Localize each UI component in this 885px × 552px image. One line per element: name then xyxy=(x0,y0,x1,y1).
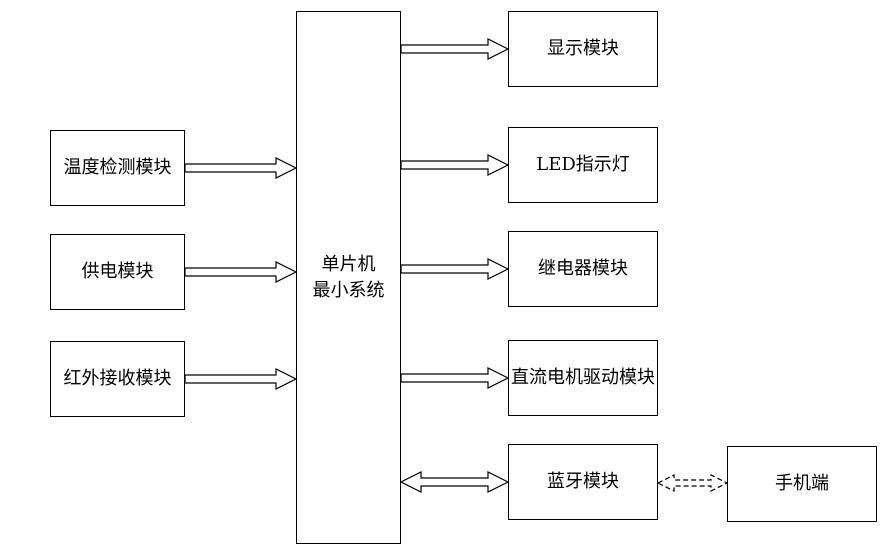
arrow-mcu-bluetooth-bidirectional xyxy=(399,471,510,493)
arrow-power-to-mcu xyxy=(184,261,298,283)
phone-label: 手机端 xyxy=(775,473,829,494)
arrow-mcu-to-relay xyxy=(400,258,510,280)
bluetooth-module-label: 蓝牙模块 xyxy=(547,471,619,492)
phone-block: 手机端 xyxy=(727,446,877,522)
relay-module-label: 继电器模块 xyxy=(538,258,628,279)
led-indicator-block: LED指示灯 xyxy=(508,127,658,203)
arrow-temperature-to-mcu xyxy=(184,157,298,179)
arrow-bluetooth-phone-wireless xyxy=(656,474,729,492)
arrow-ir-to-mcu xyxy=(184,368,298,390)
relay-module-block: 继电器模块 xyxy=(508,231,658,307)
power-module-block: 供电模块 xyxy=(50,234,185,310)
arrow-mcu-to-motor-driver xyxy=(400,367,510,389)
display-module-block: 显示模块 xyxy=(508,11,658,87)
ir-receiver-module-label: 红外接收模块 xyxy=(63,368,172,389)
temperature-module-label: 温度检测模块 xyxy=(63,157,172,178)
display-module-label: 显示模块 xyxy=(547,38,619,59)
bluetooth-module-block: 蓝牙模块 xyxy=(508,444,658,520)
ir-receiver-module-block: 红外接收模块 xyxy=(50,341,185,417)
arrow-mcu-to-led xyxy=(400,154,510,176)
dc-motor-driver-block: 直流电机驱动模块 xyxy=(508,340,658,416)
arrow-mcu-to-display xyxy=(400,38,510,60)
led-indicator-label: LED指示灯 xyxy=(536,154,630,175)
mcu-label: 单片机 最小系统 xyxy=(312,253,385,301)
dc-motor-driver-label: 直流电机驱动模块 xyxy=(511,367,655,388)
power-module-label: 供电模块 xyxy=(81,261,154,282)
mcu-block: 单片机 最小系统 xyxy=(296,11,401,544)
